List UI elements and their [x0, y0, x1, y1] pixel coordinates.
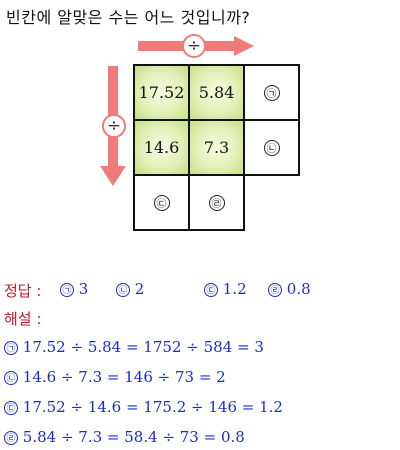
- division-grid: 17.52 5.84 ㉠ 14.6 7.3 ㉡ ㉢ ㉣: [133, 64, 300, 231]
- answer-item: ㉢ 1.2: [204, 280, 247, 298]
- grid-cell-value: 17.52: [133, 64, 190, 121]
- grid-cell-blank: ㉢: [133, 174, 190, 231]
- grid-cell-value: 7.3: [188, 119, 245, 176]
- question-text: 빈칸에 알맞은 수는 어느 것입니까?: [6, 8, 251, 27]
- blank-marker: ㉢: [153, 194, 170, 211]
- solution-line: ㉣ 5.84 ÷ 7.3 = 58.4 ÷ 73 = 0.8: [4, 428, 245, 446]
- answer-item: ㉡ 2: [116, 280, 144, 298]
- answer-label: 정답 :: [4, 282, 42, 300]
- grid-cell-blank: ㉠: [243, 64, 300, 121]
- divide-operator-left: ÷: [102, 114, 126, 138]
- answer-row: 정답 : ㉠ 3 ㉡ 2 ㉢ 1.2 ㉣ 0.8: [4, 280, 394, 300]
- blank-marker: ㉡: [263, 139, 280, 156]
- grid-cell-value: 5.84: [188, 64, 245, 121]
- solution-label: 해설 :: [4, 310, 42, 328]
- grid-cell-blank: ㉣: [188, 174, 245, 231]
- answer-item: ㉠ 3: [60, 280, 88, 298]
- grid-cell-blank: ㉡: [243, 119, 300, 176]
- solution-line: ㉡ 14.6 ÷ 7.3 = 146 ÷ 73 = 2: [4, 368, 226, 386]
- grid-cell-empty: [243, 174, 300, 231]
- solution-line: ㉢ 17.52 ÷ 14.6 = 175.2 ÷ 146 = 1.2: [4, 398, 283, 416]
- divide-operator-top: ÷: [182, 34, 206, 58]
- grid-cell-value: 14.6: [133, 119, 190, 176]
- blank-marker: ㉣: [208, 194, 225, 211]
- blank-marker: ㉠: [263, 84, 280, 101]
- solution-line: ㉠ 17.52 ÷ 5.84 = 1752 ÷ 584 = 3: [4, 338, 264, 356]
- answer-item: ㉣ 0.8: [268, 280, 311, 298]
